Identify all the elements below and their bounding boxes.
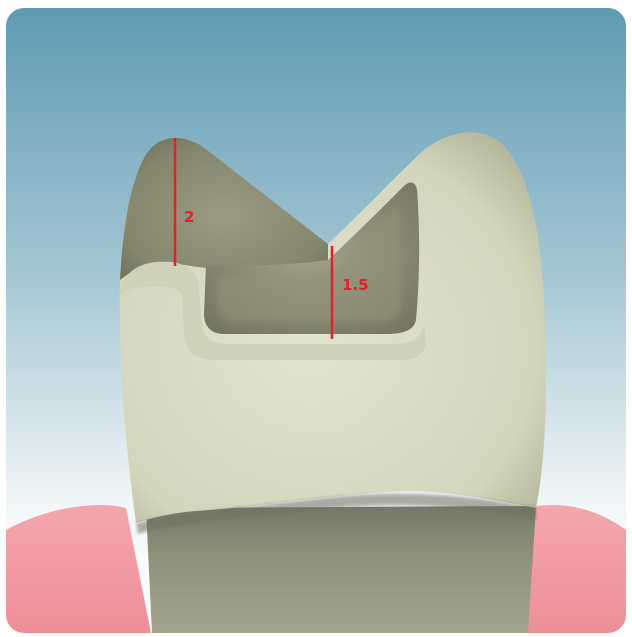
tooth-preparation-diagram: 2 1.5 <box>6 8 626 633</box>
tooth-root <box>146 506 536 633</box>
diagram-canvas: 2 1.5 <box>6 8 626 633</box>
measure-label-1-5: 1.5 <box>342 276 369 294</box>
measure-label-2: 2 <box>184 208 194 226</box>
